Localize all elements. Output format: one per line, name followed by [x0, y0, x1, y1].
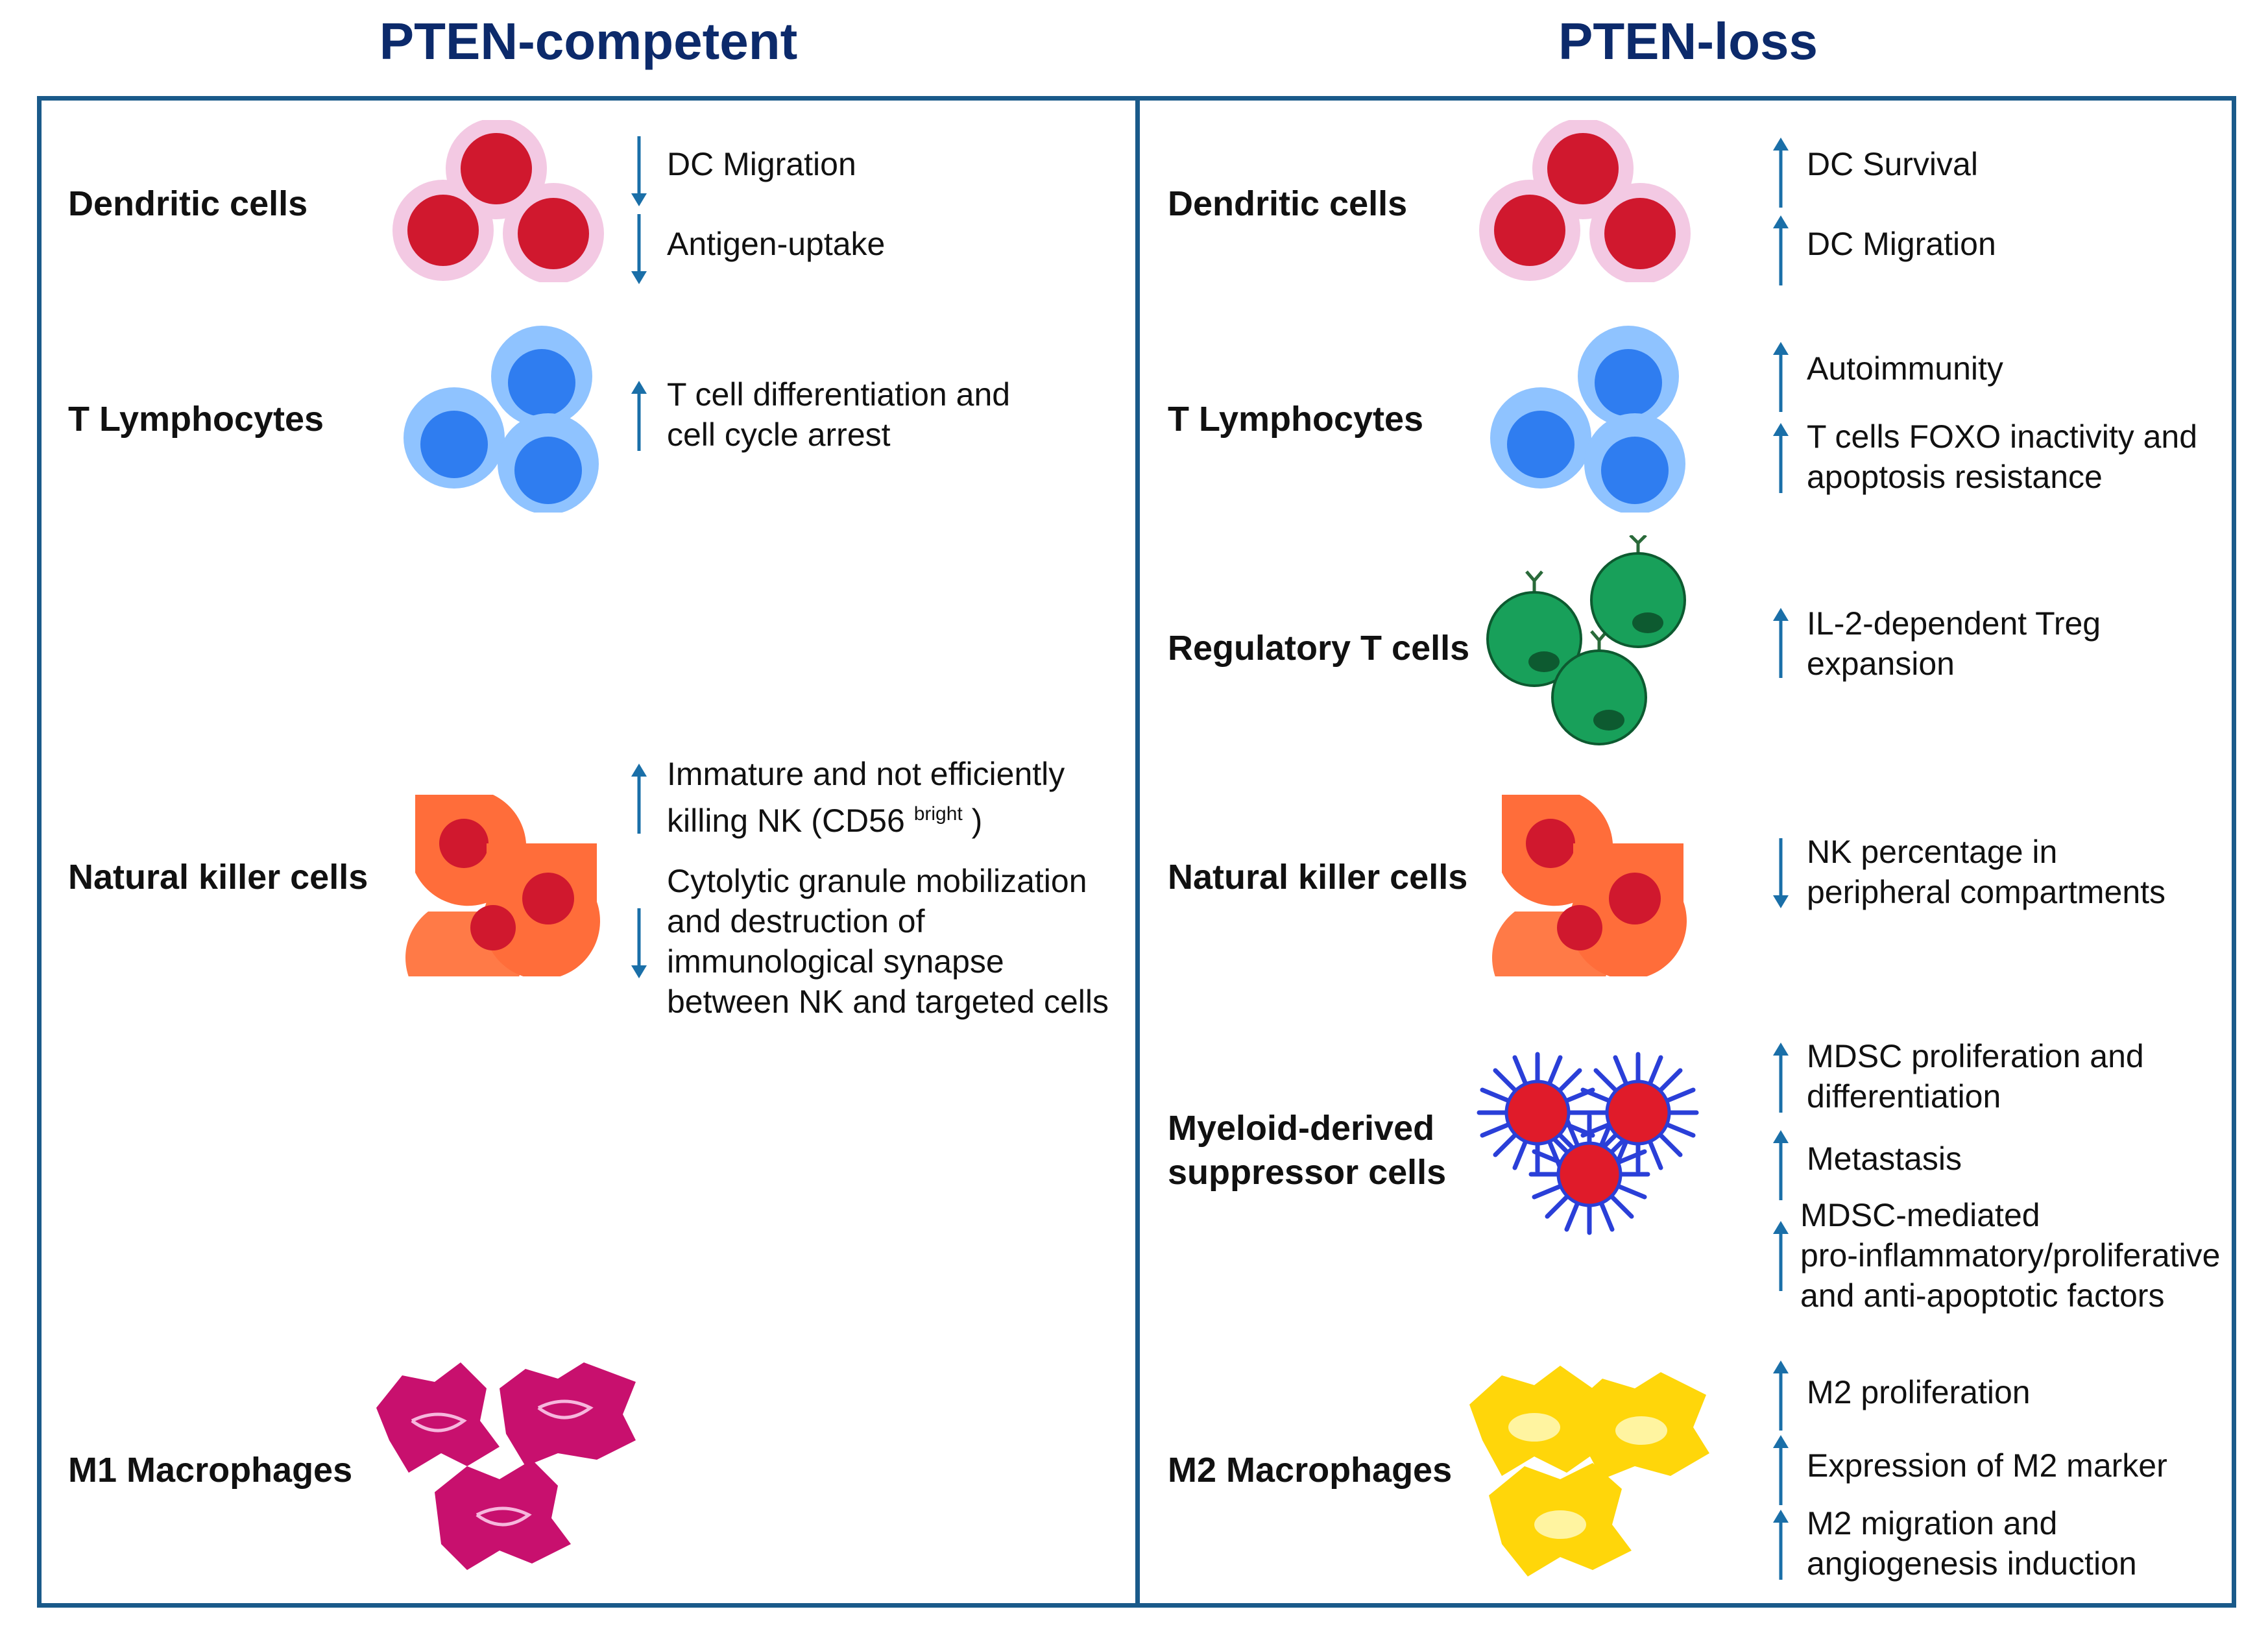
left-label-nk-cells: Natural killer cells — [68, 858, 368, 897]
right-effect-dc-survival: DC Survival — [1807, 146, 1978, 182]
left-label-dendritic-cells: Dendritic cells — [68, 184, 308, 223]
arrow-up-icon — [1773, 608, 1789, 678]
right-effect-autoimmunity: Autoimmunity — [1807, 350, 2003, 387]
right-label-t-lymphocytes: T Lymphocytes — [1168, 400, 1424, 439]
arrow-up-icon — [1773, 1221, 1789, 1291]
right-panel-title: PTEN-loss — [1558, 12, 1818, 70]
m2-macrophages-icon — [1469, 1366, 1709, 1577]
nk-cells-icon — [1492, 795, 1687, 976]
mdsc-icon — [1477, 1052, 1699, 1235]
arrow-up-icon — [1773, 1130, 1789, 1200]
left-effect-dc-migration: DC Migration — [667, 146, 856, 182]
right-effect-dc-migration: DC Migration — [1807, 226, 1996, 262]
right-label-nk-cells: Natural killer cells — [1168, 858, 1468, 897]
right-effect-m2-marker: Expression of M2 marker — [1807, 1447, 2167, 1484]
arrow-up-icon — [1773, 1043, 1789, 1113]
left-label-m1-macrophages: M1 Macrophages — [68, 1451, 353, 1490]
right-label-m2-macrophages: M2 Macrophages — [1168, 1451, 1453, 1490]
left-panel-title: PTEN-competent — [379, 12, 798, 70]
arrow-up-icon — [1773, 215, 1789, 285]
t-lymphocytes-icon — [1490, 326, 1685, 513]
arrow-up-icon — [1773, 1435, 1789, 1505]
arrow-up-icon — [631, 381, 647, 451]
nk-cells-icon — [405, 795, 600, 976]
arrow-down-icon — [631, 908, 647, 978]
arrow-down-icon — [631, 214, 647, 284]
m1-macrophages-icon — [376, 1362, 636, 1570]
t-lymphocytes-icon — [404, 326, 599, 513]
dendritic-cells-icon — [1479, 120, 1691, 282]
arrow-up-icon — [1773, 342, 1789, 412]
regulatory-t-cells-icon — [1486, 535, 1686, 745]
panel-divider — [1135, 96, 1140, 1608]
arrow-down-icon — [631, 136, 647, 206]
arrow-up-icon — [1773, 138, 1789, 208]
right-label-dendritic-cells: Dendritic cells — [1168, 184, 1408, 223]
dendritic-cells-icon — [392, 120, 604, 282]
arrow-up-icon — [631, 764, 647, 834]
left-effect-antigen-uptake: Antigen-uptake — [667, 226, 886, 262]
left-effect-immature-nk: Immature and not efficiently killing NK … — [667, 756, 1065, 839]
right-effect-metastasis: Metastasis — [1807, 1141, 1962, 1177]
arrow-up-icon — [1773, 1360, 1789, 1431]
right-effect-m2-proliferation: M2 proliferation — [1807, 1374, 2031, 1410]
right-label-regulatory-t-cells: Regulatory T cells — [1168, 629, 1470, 668]
left-label-t-lymphocytes: T Lymphocytes — [68, 400, 324, 439]
arrow-up-icon — [1773, 423, 1789, 493]
arrow-up-icon — [1773, 1510, 1789, 1580]
arrow-down-icon — [1773, 838, 1789, 908]
